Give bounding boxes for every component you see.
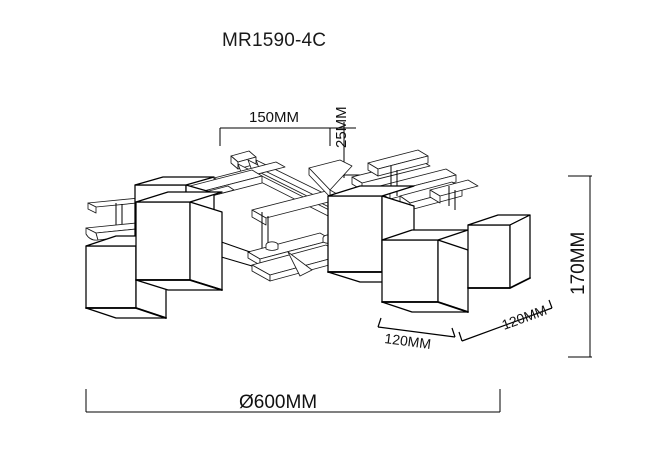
lamp-shade-far-right xyxy=(467,214,531,289)
dimension-arm-span-label: 150MM xyxy=(249,109,299,126)
lamp-shade-center-left xyxy=(135,191,223,291)
dimension-height-overall-label: 170MM xyxy=(568,232,589,295)
dimension-shade-width-left: 120MM xyxy=(377,317,456,352)
lamp-shade-left-front xyxy=(85,235,167,319)
dimension-height-overall: 170MM xyxy=(568,175,592,358)
dimension-shade-width-right-label: 120MM xyxy=(500,302,549,333)
dimension-width-overall-label: Ø600MM xyxy=(239,392,317,413)
dimension-plate-thickness-label: 25MM xyxy=(333,106,350,148)
lamp-shade-right-front xyxy=(381,229,469,313)
dimension-arm-span: 150MM xyxy=(219,109,331,146)
central-mount-structure xyxy=(85,149,479,282)
dimension-shade-width-right: 120MM xyxy=(458,299,553,342)
light-fixture-assembly xyxy=(85,149,531,319)
dimension-width-overall: Ø600MM xyxy=(85,389,501,413)
page-title: MR1590-4C xyxy=(222,30,326,51)
dimension-shade-width-left-label: 120MM xyxy=(384,330,432,352)
